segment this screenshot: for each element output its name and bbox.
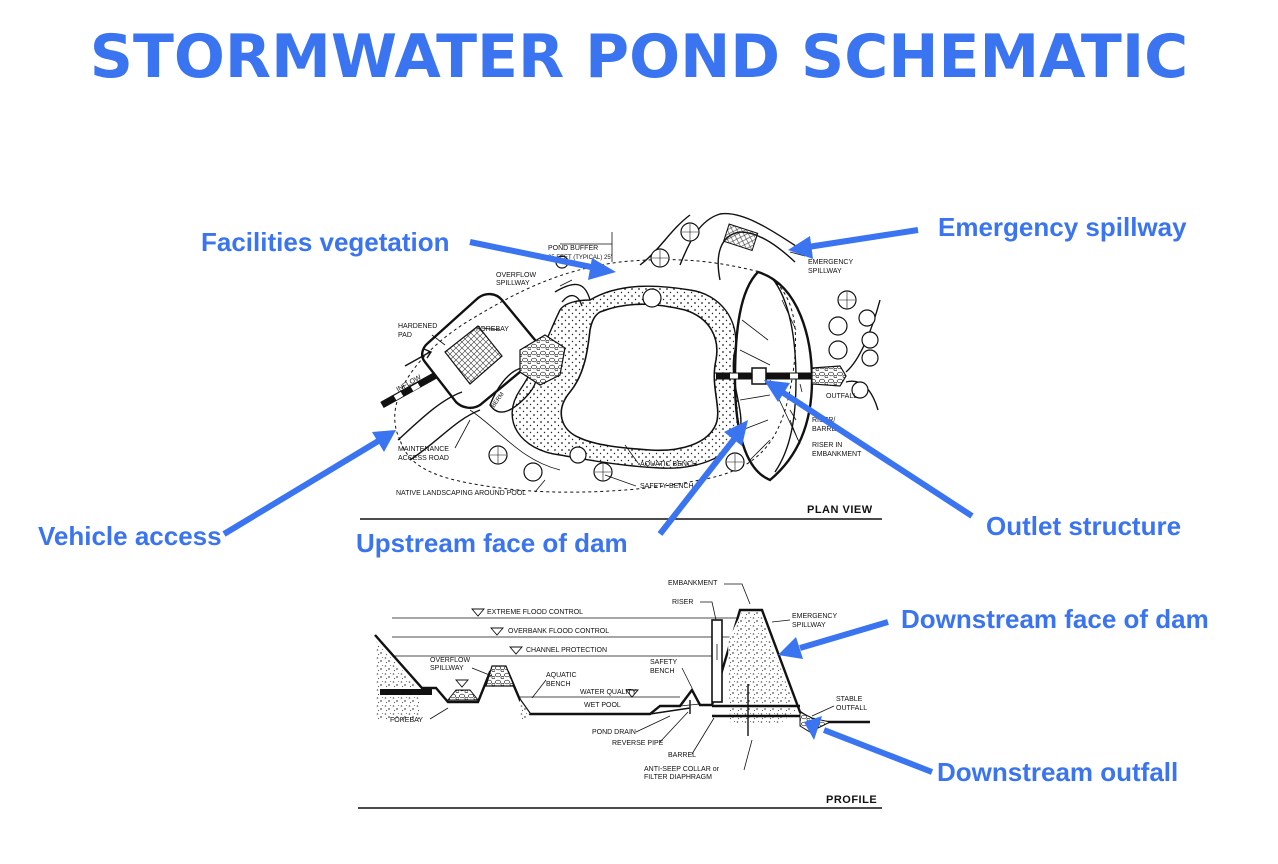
page-title: STORMWATER POND SCHEMATIC: [89, 22, 1189, 92]
callout-downstream-face: Downstream face of dam: [901, 604, 1209, 634]
label-aquatic-bench-p1: AQUATIC: [546, 672, 577, 679]
label-wet-pool: WET POOL: [584, 702, 621, 709]
label-anti-seep-2: FILTER DIAPHRAGM: [644, 774, 712, 781]
label-forebay: FOREBAY: [476, 326, 509, 333]
emergency-spillway-plan: [639, 212, 806, 281]
label-overflow-spillway-p1: OVERFLOW: [430, 657, 470, 664]
label-overflow-spillway-2: SPILLWAY: [496, 280, 530, 287]
label-riser-embankment-2: EMBANKMENT: [812, 451, 862, 458]
arrow-downstream-outfall: [804, 716, 934, 775]
plan-view-heading: PLAN VIEW: [807, 504, 873, 516]
label-outfall: OUTFALL: [826, 393, 857, 400]
label-pond-drain: POND DRAIN: [592, 729, 636, 736]
inflow-pipe: [380, 348, 438, 409]
arrow-facilities-vegetation: [469, 239, 616, 280]
landscape-trees: [488, 222, 879, 482]
label-safety-bench-p1: SAFETY: [650, 659, 678, 666]
label-pond-buffer: POND BUFFER: [548, 245, 598, 252]
plan-view: POND BUFFER 25 FEET (TYPICAL) 25' OVERFL…: [360, 212, 882, 520]
callout-facilities-vegetation: Facilities vegetation: [201, 227, 450, 257]
access-road: [397, 391, 481, 461]
label-riser-embankment-1: RISER IN: [812, 442, 842, 449]
label-hardened-pad-1: HARDENED: [398, 323, 437, 330]
label-buffer-dim: 25': [604, 255, 612, 261]
label-emergency-spillway-1: EMERGENCY: [808, 259, 853, 266]
label-inflow-p: INFLOW: [386, 690, 414, 697]
label-riser-barrel-2: BARREL: [812, 426, 840, 433]
label-aquatic-bench-p2: BENCH: [546, 681, 571, 688]
label-stable-outfall-1: STABLE: [836, 696, 863, 703]
label-embankment: EMBANKMENT: [668, 580, 718, 587]
label-emergency-spillway-p1: EMERGENCY: [792, 613, 837, 620]
label-overflow-spillway-1: OVERFLOW: [496, 272, 536, 279]
callout-arrows: [222, 227, 974, 775]
label-emergency-spillway-2: SPILLWAY: [808, 268, 842, 275]
callout-downstream-outfall: Downstream outfall: [937, 757, 1179, 787]
profile-leaders: [429, 583, 835, 771]
callout-upstream-face: Upstream face of dam: [356, 528, 628, 558]
label-emergency-spillway-p2: SPILLWAY: [792, 622, 826, 629]
profile-view: EMBANKMENT RISER EMERGENCY SPILLWAY EXTR…: [358, 580, 882, 809]
label-barrel: BARREL: [668, 752, 696, 759]
arrow-vehicle-access: [222, 430, 396, 537]
label-hardened-pad-2: PAD: [398, 332, 412, 339]
arrow-outlet-structure: [764, 380, 974, 519]
label-safety-bench: SAFETY BENCH: [640, 483, 694, 490]
profile-heading: PROFILE: [826, 794, 877, 806]
dam-embankment-plan: [733, 270, 814, 482]
label-water-quality: WATER QUALITY: [580, 689, 637, 696]
label-anti-seep-1: ANTI-SEEP COLLAR or: [644, 766, 720, 773]
label-overflow-spillway-p2: SPILLWAY: [430, 665, 464, 672]
label-riser: RISER: [672, 599, 693, 606]
wet-pool-water: [560, 303, 719, 452]
callout-vehicle-access: Vehicle access: [38, 521, 222, 551]
ground-profile: [374, 608, 870, 724]
arrow-upstream-face: [657, 420, 748, 536]
label-maintenance-1: MAINTENANCE: [398, 446, 449, 453]
label-native-landscaping: NATIVE LANDSCAPING AROUND POOL: [396, 490, 526, 497]
callout-emergency-spillway: Emergency spillway: [938, 212, 1187, 242]
arrow-downstream-face: [778, 619, 889, 659]
label-forebay-p: FOREBAY: [390, 717, 423, 724]
label-stable-outfall-2: OUTFALL: [836, 705, 867, 712]
callout-outlet-structure: Outlet structure: [986, 511, 1182, 541]
label-maintenance-2: ACCESS ROAD: [398, 455, 449, 462]
label-overbank-flood: OVERBANK FLOOD CONTROL: [508, 628, 609, 635]
riser: [711, 619, 723, 703]
label-channel-protection: CHANNEL PROTECTION: [526, 647, 607, 654]
label-extreme-flood: EXTREME FLOOD CONTROL: [487, 609, 583, 616]
arrow-emergency-spillway: [788, 227, 919, 259]
label-safety-bench-p2: BENCH: [650, 668, 675, 675]
label-pond-buffer-feet: 25 FEET (TYPICAL): [548, 255, 602, 261]
pond-buffer-outline: [394, 259, 797, 493]
label-reverse-pipe: REVERSE PIPE: [612, 740, 664, 747]
label-aquatic-bench: AQUATIC BENCH: [640, 461, 697, 468]
